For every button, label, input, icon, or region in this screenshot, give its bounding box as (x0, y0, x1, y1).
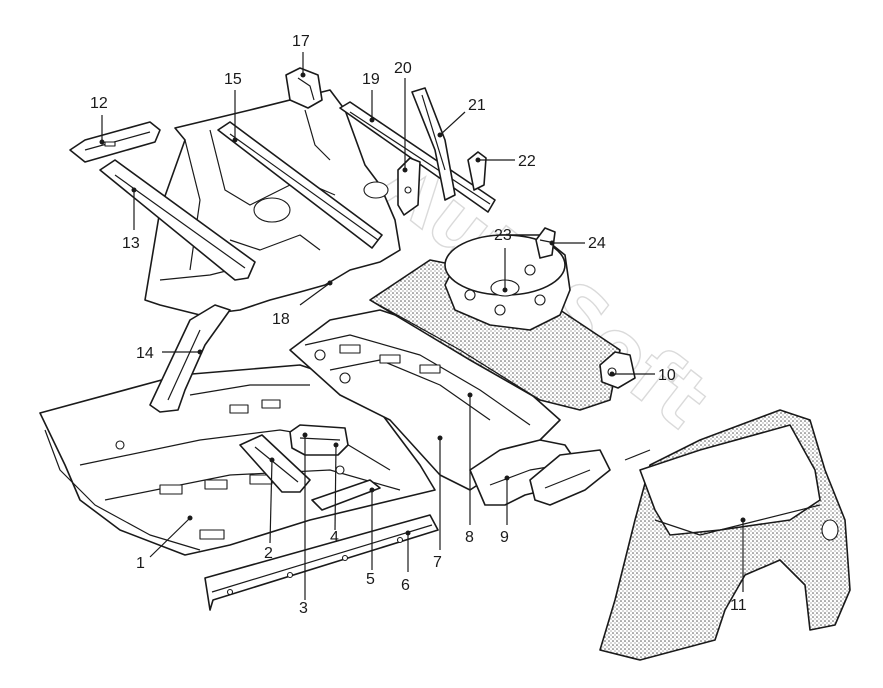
callout-2: 2 (264, 545, 273, 562)
callout-1: 1 (136, 555, 145, 572)
callout-5: 5 (366, 571, 375, 588)
part-pillar-14 (149, 304, 231, 413)
callout-14: 14 (136, 345, 154, 362)
callout-21: 21 (468, 97, 486, 114)
callout-19: 19 (362, 71, 380, 88)
callout-labels: 1 2 3 4 5 6 7 8 9 10 11 12 13 14 15 16 1… (90, 33, 747, 617)
part-bracket-17 (285, 67, 323, 109)
callout-11: 11 (730, 597, 747, 614)
part-sill-panel-6 (204, 514, 439, 611)
callout-22: 22 (518, 153, 536, 170)
callout-24: 24 (588, 235, 606, 252)
callout-8: 8 (465, 529, 474, 546)
part-cross-member-13 (99, 159, 256, 281)
callout-15: 15 (224, 71, 242, 88)
part-cross-panel-12 (69, 121, 161, 163)
part-pillar-21 (411, 87, 456, 201)
callout-7: 7 (433, 554, 442, 571)
leader-lines (99, 52, 746, 600)
callout-18: 18 (272, 311, 290, 328)
part-floor-bracket-3-4 (289, 424, 349, 456)
callout-17: 17 (292, 33, 310, 50)
callout-9: 9 (500, 529, 509, 546)
part-floor-stiffener-5 (311, 479, 381, 511)
part-wheelhouse-inner-9 (469, 439, 611, 506)
part-bracket-22 (467, 151, 487, 191)
callout-23: 23 (494, 227, 512, 244)
callout-10: 10 (658, 367, 676, 384)
part-bracket-10 (599, 351, 636, 389)
callout-6: 6 (401, 577, 410, 594)
callout-12: 12 (90, 95, 108, 112)
part-cross-member-15 (217, 121, 383, 249)
part-rail-19 (339, 101, 496, 213)
callout-4: 4 (330, 529, 339, 546)
part-rear-quarter-panel (599, 409, 851, 661)
callout-13: 13 (122, 235, 140, 252)
part-pillar-bracket-20 (397, 157, 421, 216)
callout-3: 3 (299, 600, 308, 617)
callout-20: 20 (394, 60, 412, 77)
